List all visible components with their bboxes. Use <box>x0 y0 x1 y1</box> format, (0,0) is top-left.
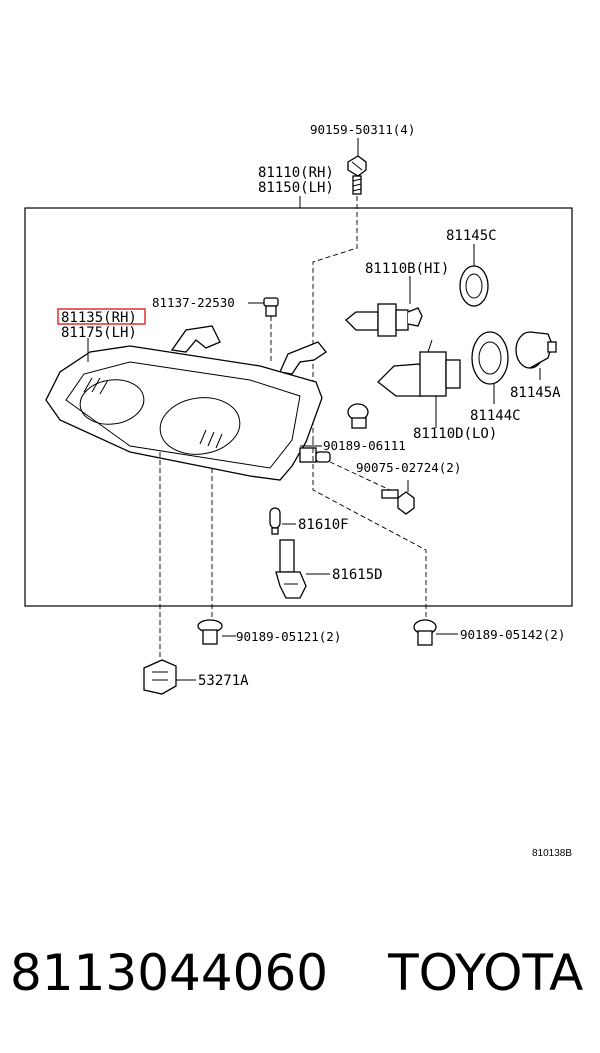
label-seal-c: 81144C <box>470 408 521 424</box>
screw-cap-icon <box>263 297 279 317</box>
bracket-icon <box>143 659 177 695</box>
label-unit-lh: 81175(LH) <box>61 325 137 341</box>
label-grommet-b: 90189-05121(2) <box>236 629 341 644</box>
cover-c-icon <box>459 265 489 307</box>
label-grommet-a: 90189-06111 <box>323 438 406 453</box>
assembly-frame <box>24 207 573 607</box>
label-bolt-top: 90159-50311(4) <box>310 122 415 137</box>
label-cover-c: 81145C <box>446 228 497 244</box>
bulb-lo-icon <box>377 339 461 397</box>
footer: 8113044060 TOYOTA <box>10 938 590 1008</box>
label-socket-d: 81615D <box>332 567 383 583</box>
top-bolt-icon <box>347 155 367 195</box>
label-headlamp-rh: 81110(RH) <box>258 165 334 181</box>
label-headlamp-lh: 81150(LH) <box>258 180 334 196</box>
label-screw-cap: 81137-22530 <box>152 295 235 310</box>
label-bracket: 53271A <box>198 673 249 689</box>
bulb-hi-icon <box>345 303 423 337</box>
highlight-box <box>57 308 146 325</box>
label-cover-a: 81145A <box>510 385 561 401</box>
bolt-b-icon <box>381 489 415 515</box>
diagram-code: 810138B <box>532 848 572 859</box>
label-bulb-lo: 81110D(LO) <box>413 426 497 442</box>
grommet-a-icon <box>347 403 369 429</box>
label-bulb-f: 81610F <box>298 517 349 533</box>
label-bulb-hi: 81110B(HI) <box>365 261 449 277</box>
label-unit-rh: 81135(RH) <box>61 310 137 326</box>
cover-a-icon <box>515 331 557 369</box>
part-number: 8113044060 <box>10 944 329 1002</box>
brand-name: TOYOTA <box>388 944 584 1002</box>
headlamp-assembly-icon <box>45 325 331 481</box>
grommet-c-icon <box>413 619 437 646</box>
grommet-b-icon <box>197 619 223 645</box>
socket-icon <box>275 539 307 599</box>
label-bolt-b: 90075-02724(2) <box>356 460 461 475</box>
seal-c-icon <box>471 331 509 385</box>
label-grommet-c: 90189-05142(2) <box>460 627 565 642</box>
small-bulb-icon <box>269 507 281 535</box>
